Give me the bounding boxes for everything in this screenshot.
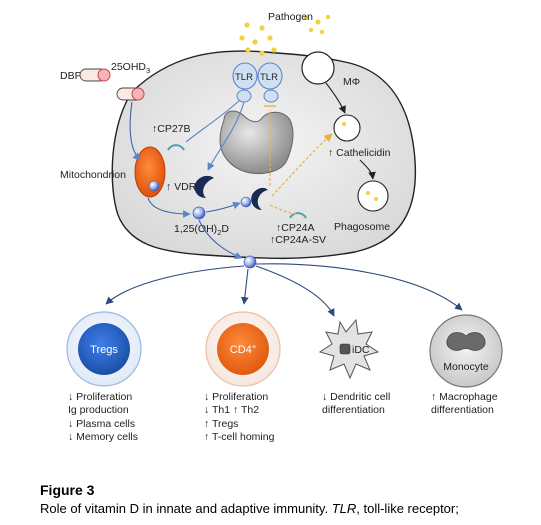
vitamin-d-at-mitochondrion: [148, 180, 160, 192]
arrow-tlr-to-cp27b: [185, 99, 241, 143]
phagosome-label: Phagosome: [334, 221, 390, 233]
pathogen-dot: [259, 50, 265, 56]
figure-text: Role of vitamin D in innate and adaptive…: [40, 501, 535, 516]
monocyte-nucleus: [446, 332, 486, 351]
pathogen-dot: [325, 14, 331, 20]
cd4-cell-nucleus: [217, 323, 269, 375]
cp27b-label: ↑CP27B: [152, 123, 191, 135]
macrophage-label: MΦ: [343, 76, 360, 88]
tlr-receptor-right: [257, 62, 283, 90]
tregs-outcome-1: ↓ Proliferation: [68, 391, 133, 403]
engulfed-pathogen: [301, 51, 335, 85]
tregs-outcome-4: ↓ Memory cells: [68, 431, 139, 444]
pathogen-dot: [319, 29, 325, 35]
cathelicidin-label: ↑ Cathelicidin: [328, 147, 391, 159]
arrow-vdr-to-cathelicidin: [271, 133, 333, 197]
cp24a-enzyme: [289, 212, 307, 219]
arrow-secretion: [198, 219, 243, 260]
arrow-to-cd4: [240, 268, 249, 305]
arrow-to-idc: [255, 265, 335, 317]
phagosome-particle: [366, 191, 370, 195]
arrow-vdr-to-cp24a: [269, 204, 299, 215]
vitamin-d-immunity-diagram: Pathogen DBP 25OHD3 TLR TLR MΦ Mitochond…: [60, 11, 503, 388]
pathogen-dot: [303, 15, 309, 21]
vdr-complex: [251, 187, 268, 210]
arrow-pathogen-to-vesicle: [325, 82, 346, 114]
tregs-label: Tregs: [90, 344, 118, 356]
cp24a-sv-label: ↑CP24A-SV: [270, 234, 326, 246]
arrow-to-tregs: [105, 265, 245, 305]
idc-outcome-1: ↓ Dendritic cell: [322, 391, 391, 403]
idc-label: iDC: [352, 344, 370, 356]
arrow-25ohd3-entry: [129, 101, 141, 161]
vdr-receptor: [194, 175, 214, 198]
dbp-label: DBP: [60, 70, 82, 82]
cd4-outcome-3: ↑ Tregs: [204, 417, 239, 430]
monocyte-label: Monocyte: [443, 361, 489, 373]
vdr-label: ↑ VDR: [166, 181, 197, 193]
pathogen-dot: [239, 35, 245, 41]
monocyte-outcomes: ↑ Macrophage differentiation: [431, 391, 498, 418]
arrow-tlr-to-vdr: [207, 101, 245, 171]
cd4-outcome-1: ↓ Proliferation: [204, 391, 269, 403]
cp27b-enzyme: [167, 144, 185, 151]
tregs-outcome-3: ↓ Plasma cells: [68, 417, 136, 430]
caption-abbr: TLR: [331, 501, 357, 516]
monocyte-outcome-1: ↑ Macrophage: [431, 391, 498, 403]
pathogen-dot: [259, 25, 265, 31]
tregs-cell-nucleus: [78, 323, 130, 375]
pathogen-label: Pathogen: [268, 11, 313, 23]
monocyte-outcome-2: differentiation: [431, 404, 494, 417]
idc-outcomes: ↓ Dendritic cell differentiation: [322, 391, 390, 418]
secreted-vitamin-d: [243, 255, 257, 269]
nucleus-blob: [219, 110, 294, 175]
caption-rest: , toll-like receptor;: [356, 501, 459, 516]
pathogen-dot: [315, 19, 321, 25]
tlr-base-right: [263, 89, 279, 103]
monocyte-cell: [429, 314, 503, 388]
vdr-bound-vitamin-d: [240, 196, 252, 208]
pathogen-dot: [252, 39, 258, 45]
arrow-125d-to-vdr: [205, 201, 241, 213]
pathogen-dot: [267, 35, 273, 41]
25ohd3-membrane-molecule: [131, 87, 145, 101]
vesicle-particle: [342, 122, 346, 126]
25ohd3-label: 25OHD3: [111, 61, 150, 75]
cd4-label: CD4+: [230, 342, 257, 356]
tregs-outcome-2: Ig production: [68, 404, 129, 417]
cp24a-label: ↑CP24A: [276, 222, 315, 234]
tregs-outcomes: ↓ Proliferation Ig production ↓ Plasma c…: [68, 391, 138, 445]
caption-main: Role of vitamin D in innate and adaptive…: [40, 501, 329, 516]
phagosome-particle: [374, 197, 378, 201]
idc-outcome-2: differentiation: [322, 404, 385, 417]
tlr-label-right: TLR: [260, 72, 278, 83]
pathogen-particles: [239, 14, 331, 56]
arrow-vesicle-to-phagosome: [359, 159, 376, 180]
tlr-receptors: TLR TLR: [232, 62, 283, 103]
idc-nucleus: [339, 343, 351, 355]
mitochondrion-label: Mitochondrion: [60, 169, 126, 181]
cd4-outcome-4: ↑ T-cell homing: [204, 431, 275, 444]
arrow-to-monocyte: [255, 263, 463, 311]
pathogen-dot: [244, 22, 250, 28]
cd4-outcomes: ↓ Proliferation ↓ Th1 ↑ Th2 ↑ Tregs ↑ T-…: [204, 391, 274, 445]
25ohd3-molecule: [97, 68, 111, 82]
pathogen-dot: [308, 27, 314, 33]
tlr-label-left: TLR: [235, 72, 253, 83]
cd4-outcome-2: ↓ Th1 ↑ Th2: [204, 404, 260, 417]
pathogen-dot: [245, 47, 251, 53]
pathogen-dot: [271, 47, 277, 53]
figure-caption: Figure 3 Role of vitamin D in innate and…: [40, 482, 535, 516]
mitochondrion: [134, 146, 166, 198]
figure-title: Figure 3: [40, 482, 95, 498]
tlr-receptor-left: [232, 62, 258, 90]
cathelicidin-vesicle: [333, 114, 361, 142]
1-25-oh2d-molecule: [192, 206, 206, 220]
phagosome: [357, 180, 389, 212]
arrow-mito-to-125d: [147, 197, 191, 218]
